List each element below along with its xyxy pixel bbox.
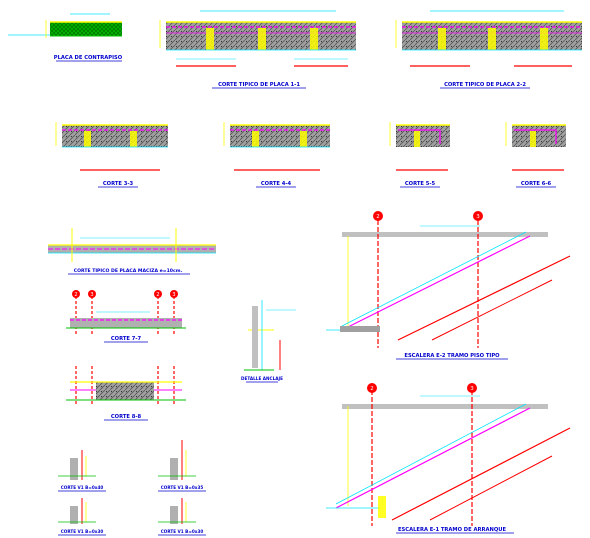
svg-text:2: 2 [156, 292, 159, 298]
placa-contrapiso-detail [8, 13, 122, 38]
axis-marker-c: 2 [154, 290, 162, 298]
title-corte-8-8: CORTE 8-8 [111, 414, 142, 420]
corte-v1-d-detail [158, 498, 196, 524]
corte-4-4-detail [223, 122, 330, 171]
detalle-anclaje-detail [244, 300, 296, 371]
axis-marker-d: 3 [170, 290, 178, 298]
svg-text:3: 3 [172, 292, 175, 298]
corte-v1-c-detail [58, 498, 96, 524]
corte-8-8-detail [66, 366, 186, 404]
title-corte-1-1: CORTE TIPICO DE PLACA 1-1 [218, 82, 300, 88]
escalera-e2-detail [326, 220, 571, 348]
axis-marker-f: 3 [473, 211, 483, 221]
title-corte-2-2: CORTE TIPICO DE PLACA 2-2 [444, 82, 526, 88]
corte-2-2-detail [395, 10, 582, 67]
title-escalera-e1: ESCALERA E-1 TRAMO DE ARRANQUE [398, 527, 506, 533]
axis-marker-h: 3 [467, 383, 477, 393]
axis-marker-g: 2 [367, 383, 377, 393]
title-corte-3-3: CORTE 3-3 [103, 181, 134, 187]
placa-maciza-detail [48, 228, 216, 262]
corte-5-5-detail [389, 122, 450, 171]
axis-marker-e: 2 [373, 211, 383, 221]
axis-marker-a: 2 [72, 290, 80, 298]
escalera-e1-detail [326, 390, 571, 526]
svg-text:3: 3 [476, 214, 480, 220]
title-corte-5-5: CORTE 5-5 [405, 181, 436, 187]
corte-3-3-detail [55, 122, 168, 171]
title-corte-v1-d: CORTE V1 B=0x30 [161, 529, 204, 534]
svg-text:3: 3 [470, 386, 474, 392]
title-corte-v1-b: CORTE V1 B=0x35 [161, 485, 204, 490]
title-detalle-anclaje: DETALLE ANCLAJE [241, 376, 283, 381]
title-corte-6-6: CORTE 6-6 [521, 181, 552, 187]
svg-text:2: 2 [74, 292, 77, 298]
title-corte-7-7: CORTE 7-7 [111, 336, 142, 342]
svg-text:2: 2 [376, 214, 380, 220]
corte-7-7-detail [66, 296, 186, 336]
axis-marker-b: 3 [88, 290, 96, 298]
svg-text:3: 3 [90, 292, 93, 298]
corte-1-1-detail [159, 10, 356, 67]
corte-v1-b-detail [158, 440, 196, 480]
corte-6-6-detail [505, 122, 566, 171]
title-placa-maciza: CORTE TIPICO DE PLACA MACIZA e=10cm. [74, 268, 183, 274]
corte-v1-a-detail [58, 450, 96, 480]
title-corte-v1-c: CORTE V1 B=0x30 [61, 529, 104, 534]
title-escalera-e2: ESCALERA E-2 TRAMO PISO TIPO [404, 353, 500, 359]
svg-text:2: 2 [370, 386, 374, 392]
title-corte-v1-a: CORTE V1 B=0x40 [61, 485, 104, 490]
title-corte-4-4: CORTE 4-4 [261, 181, 292, 187]
title-placa-contrapiso: PLACA DE CONTRAPISO [54, 55, 123, 61]
